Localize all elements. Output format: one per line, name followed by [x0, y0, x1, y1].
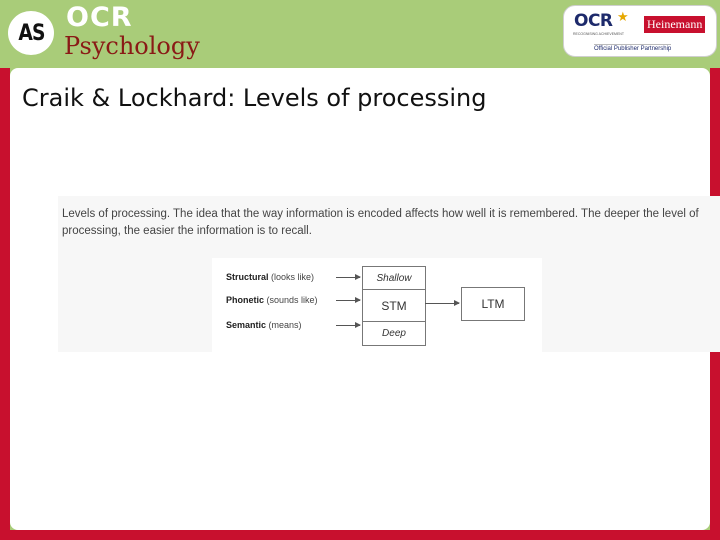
as-badge-label: AS [17, 20, 45, 46]
level-phonetic-name: Phonetic [226, 295, 265, 305]
level-semantic-detail: (means) [268, 320, 302, 330]
level-phonetic-detail: (sounds like) [266, 295, 318, 305]
ocr-tagline: RECOGNISING ACHIEVEMENT [573, 32, 624, 36]
slide-header: AS OCR Psychology OCR ★ RECOGNISING ACHI… [0, 0, 720, 68]
ocr-logo: OCR [574, 11, 613, 31]
shallow-cell: Shallow [363, 267, 425, 290]
ltm-box: LTM [461, 287, 525, 321]
arrow-icon [425, 300, 460, 306]
partner-logo: OCR ★ RECOGNISING ACHIEVEMENT Heinemann … [563, 5, 717, 57]
arrow-icon [336, 322, 361, 328]
arrow-icon [336, 297, 361, 303]
level-structural-name: Structural [226, 272, 269, 282]
levels-figure: Levels of processing. The idea that the … [58, 196, 720, 352]
level-phonetic: Phonetic (sounds like) [226, 295, 318, 305]
subject-title: Psychology [64, 32, 200, 60]
level-structural-detail: (looks like) [271, 272, 315, 282]
deep-cell: Deep [382, 328, 406, 339]
levels-diagram: Structural (looks like) Phonetic (sounds… [212, 258, 542, 352]
frame-left [0, 68, 10, 540]
stm-cell: STM [363, 290, 425, 322]
ocr-wordmark: OCR [66, 2, 133, 33]
level-semantic-name: Semantic [226, 320, 267, 330]
frame-bottom [0, 530, 720, 540]
heinemann-logo: Heinemann [644, 16, 706, 33]
slide-title: Craik & Lockhard: Levels of processing [22, 84, 487, 112]
level-semantic: Semantic (means) [226, 320, 302, 330]
memory-stack: Shallow STM Deep [362, 266, 426, 346]
star-icon: ★ [617, 9, 629, 24]
level-structural: Structural (looks like) [226, 272, 314, 282]
figure-caption: Levels of processing. The idea that the … [62, 208, 699, 237]
partnership-text: Official Publisher Partnership [594, 44, 672, 52]
as-badge: AS [8, 11, 54, 55]
arrow-icon [336, 274, 361, 280]
